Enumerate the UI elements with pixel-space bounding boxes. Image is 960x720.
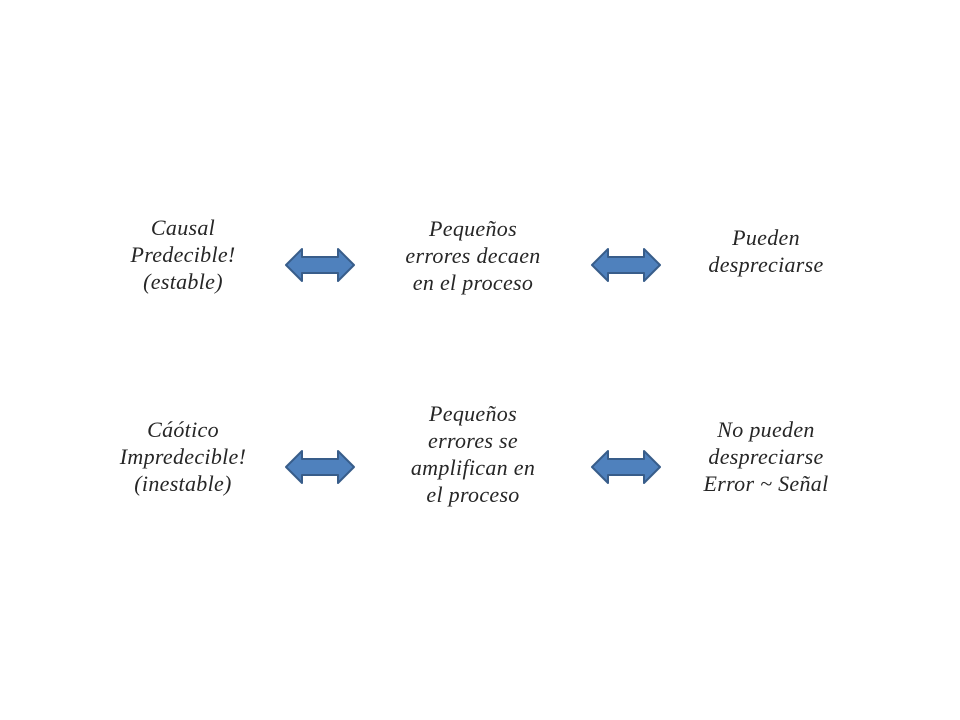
text-line: en el proceso [412, 270, 534, 295]
text-line: (estable) [143, 269, 223, 294]
row2-right-text: No pueden despreciarse Error ~ Señal [668, 416, 864, 497]
text-line: errores decaen [405, 243, 541, 268]
text-line: (inestable) [134, 471, 232, 496]
row2-left-text: Cáótico Impredecible! (inestable) [88, 416, 278, 497]
row1-right-text: Pueden despreciarse [668, 224, 864, 278]
text-line: despreciarse [708, 444, 824, 469]
double-arrow-icon [284, 449, 356, 485]
text-line: Pequeños [429, 216, 517, 241]
text-line: amplifican en [410, 455, 536, 480]
text-line: el proceso [426, 482, 520, 507]
text-line: Cáótico [147, 417, 219, 442]
text-line: despreciarse [708, 252, 824, 277]
text-line: Predecible! [130, 242, 236, 267]
text-line: Causal [150, 215, 216, 240]
text-line: Pequeños [429, 401, 517, 426]
row1-left-text: Causal Predecible! (estable) [88, 214, 278, 295]
row2-middle-text: Pequeños errores se amplifican en el pro… [378, 400, 568, 508]
double-arrow-icon [284, 247, 356, 283]
text-line: Pueden [732, 225, 800, 250]
row1-middle-text: Pequeños errores decaen en el proceso [378, 215, 568, 296]
text-line: errores se [428, 428, 518, 453]
double-arrow-icon [590, 449, 662, 485]
double-arrow-icon [590, 247, 662, 283]
text-line: No pueden [717, 417, 815, 442]
text-line: Impredecible! [119, 444, 247, 469]
text-line: Error ~ Señal [703, 471, 829, 496]
